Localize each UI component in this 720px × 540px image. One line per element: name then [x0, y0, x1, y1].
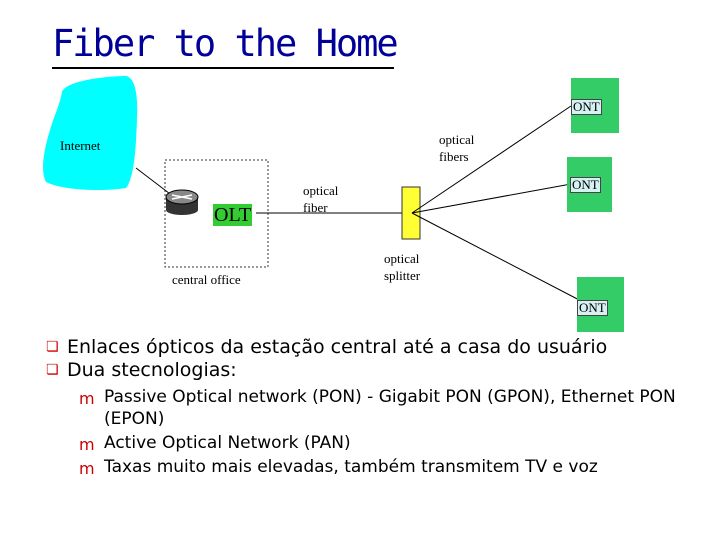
- square-bullet-icon: ❏: [46, 339, 59, 355]
- m-bullet-icon: m: [79, 435, 95, 454]
- page-title: Fiber to the Home: [52, 22, 399, 65]
- bullet-item: ❏ Enlaces ópticos da estação central até…: [46, 336, 608, 358]
- ont-label-1: ONT: [571, 99, 602, 115]
- bullet-list: ❏ Enlaces ópticos da estação central até…: [46, 336, 706, 480]
- central-office-label: central office: [172, 272, 241, 287]
- ont-label-2: ONT: [570, 177, 601, 193]
- m-bullet-icon: m: [79, 459, 95, 478]
- fiber-to-ont-3: [411, 212, 586, 304]
- square-bullet-icon: ❏: [46, 362, 59, 378]
- optical-fibers-label: optical fibers: [439, 132, 475, 164]
- fiber-to-ont-2: [411, 183, 572, 214]
- internet-cloud: [43, 76, 138, 190]
- fiber-to-ont-1: [411, 105, 572, 214]
- m-bullet-icon: m: [79, 389, 95, 408]
- internet-label: Internet: [60, 138, 101, 153]
- optical-splitter-label: optical splitter: [384, 251, 421, 283]
- bullet-item: ❏ Dua stecnologias:: [46, 359, 237, 381]
- sub-bullet-item: m Passive Optical network (PON) - Gigabi…: [79, 387, 676, 429]
- sub-bullet-item: m Taxas muito mais elevadas, também tran…: [79, 457, 598, 478]
- olt-label: OLT: [213, 204, 253, 226]
- router-icon: [165, 189, 199, 215]
- title-underline: [52, 67, 394, 69]
- ont-label-3: ONT: [577, 300, 608, 316]
- optical-fiber-label: optical fiber: [303, 183, 339, 215]
- sub-bullet-item: m Active Optical Network (PAN): [79, 433, 351, 454]
- sub-bullet-list: m Passive Optical network (PON) - Gigabi…: [79, 386, 706, 478]
- optical-splitter: [401, 186, 421, 240]
